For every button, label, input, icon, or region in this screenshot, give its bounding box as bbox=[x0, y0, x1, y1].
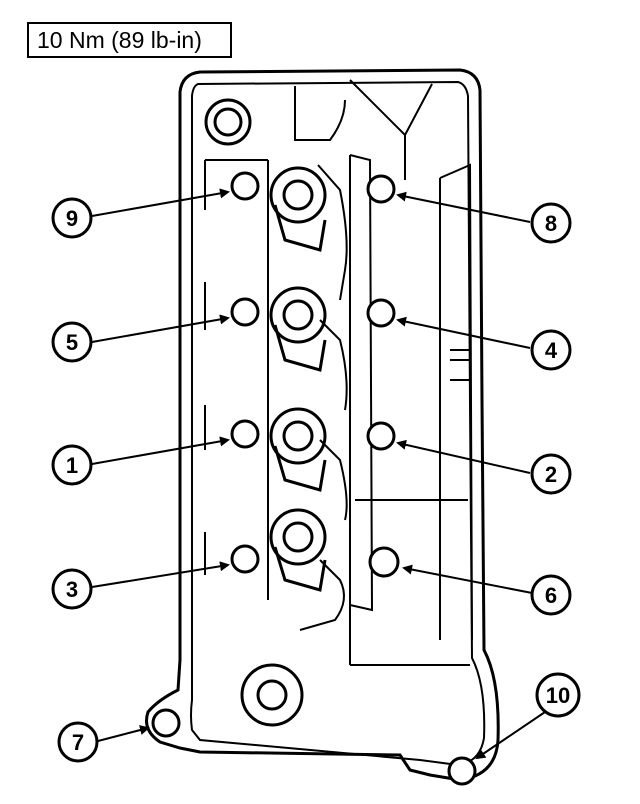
torque-spec-label: 10 Nm (89 lb-in) bbox=[27, 22, 232, 58]
plug-tower-3 bbox=[269, 407, 327, 465]
bolt-3 bbox=[230, 544, 260, 574]
callout-10: 10 bbox=[546, 683, 570, 708]
bolt-8 bbox=[366, 174, 396, 204]
top-left-boss bbox=[204, 98, 252, 146]
bolt-4 bbox=[366, 298, 396, 328]
spark-plug-towers bbox=[269, 166, 327, 592]
callout-arrows bbox=[91, 188, 549, 760]
bolt-10 bbox=[447, 756, 477, 786]
bolt-1 bbox=[230, 419, 260, 449]
oil-filler-boss bbox=[240, 663, 304, 727]
callout-4: 4 bbox=[545, 338, 558, 363]
cover-ribs bbox=[204, 79, 473, 666]
bolt-5 bbox=[230, 297, 260, 327]
plug-tower-1 bbox=[269, 166, 327, 224]
plug-tower-2 bbox=[269, 286, 327, 344]
callout-3: 3 bbox=[66, 577, 78, 602]
callout-1: 1 bbox=[66, 453, 78, 478]
callout-2: 2 bbox=[545, 462, 557, 487]
bolt-6 bbox=[368, 546, 400, 578]
bolt-heads bbox=[151, 171, 477, 786]
callout-5: 5 bbox=[66, 330, 78, 355]
callout-7: 7 bbox=[72, 730, 84, 755]
bolt-9 bbox=[230, 171, 260, 201]
callout-circles bbox=[51, 197, 581, 763]
bolt-2 bbox=[366, 421, 396, 451]
plug-tower-4 bbox=[269, 508, 327, 566]
bolt-7 bbox=[151, 708, 181, 738]
callout-9: 9 bbox=[66, 206, 78, 231]
callout-8: 8 bbox=[545, 211, 557, 236]
callout-6: 6 bbox=[545, 583, 557, 608]
